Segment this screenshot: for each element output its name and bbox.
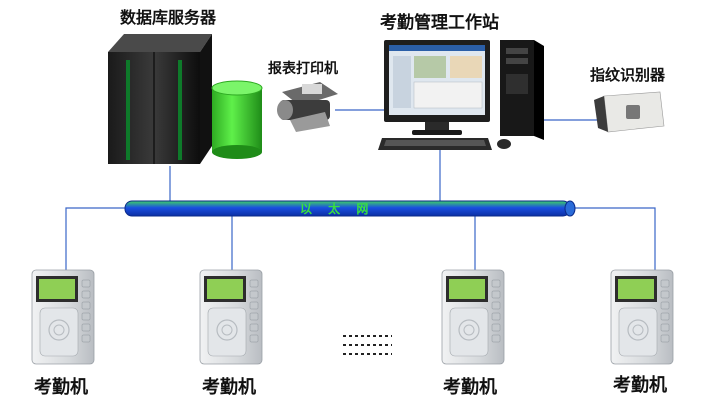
terminal-label: 考勤机 (613, 375, 667, 396)
attendance-terminal-icon (31, 269, 95, 365)
attendance-terminal-icon (610, 269, 674, 365)
keyboard-icon (378, 138, 492, 150)
workstation-label: 考勤管理工作站 (380, 13, 499, 33)
terminals-group (31, 269, 674, 365)
pc-tower-icon (500, 40, 544, 140)
terminal-label: 考勤机 (34, 377, 88, 398)
server-rack-icon (108, 34, 212, 164)
terminal-label: 考勤机 (443, 377, 497, 398)
attendance-terminal-icon (199, 269, 263, 365)
fingerprint-reader-icon (594, 91, 665, 133)
mouse-icon (497, 139, 511, 149)
attendance-terminal-icon (441, 269, 505, 365)
fingerprint-label: 指纹识别器 (590, 66, 666, 84)
printer-label: 报表打印机 (268, 61, 338, 77)
monitor-icon (384, 40, 490, 135)
terminal-label: 考勤机 (202, 377, 256, 398)
printer-icon (277, 82, 338, 132)
ethernet-bus (124, 200, 576, 217)
ellipsis-icon (343, 335, 392, 355)
ethernet-label: 以 太 网 (300, 202, 375, 216)
terminal-links (65, 207, 656, 270)
db-server-label: 数据库服务器 (120, 8, 217, 27)
database-cylinder-icon (211, 80, 263, 159)
